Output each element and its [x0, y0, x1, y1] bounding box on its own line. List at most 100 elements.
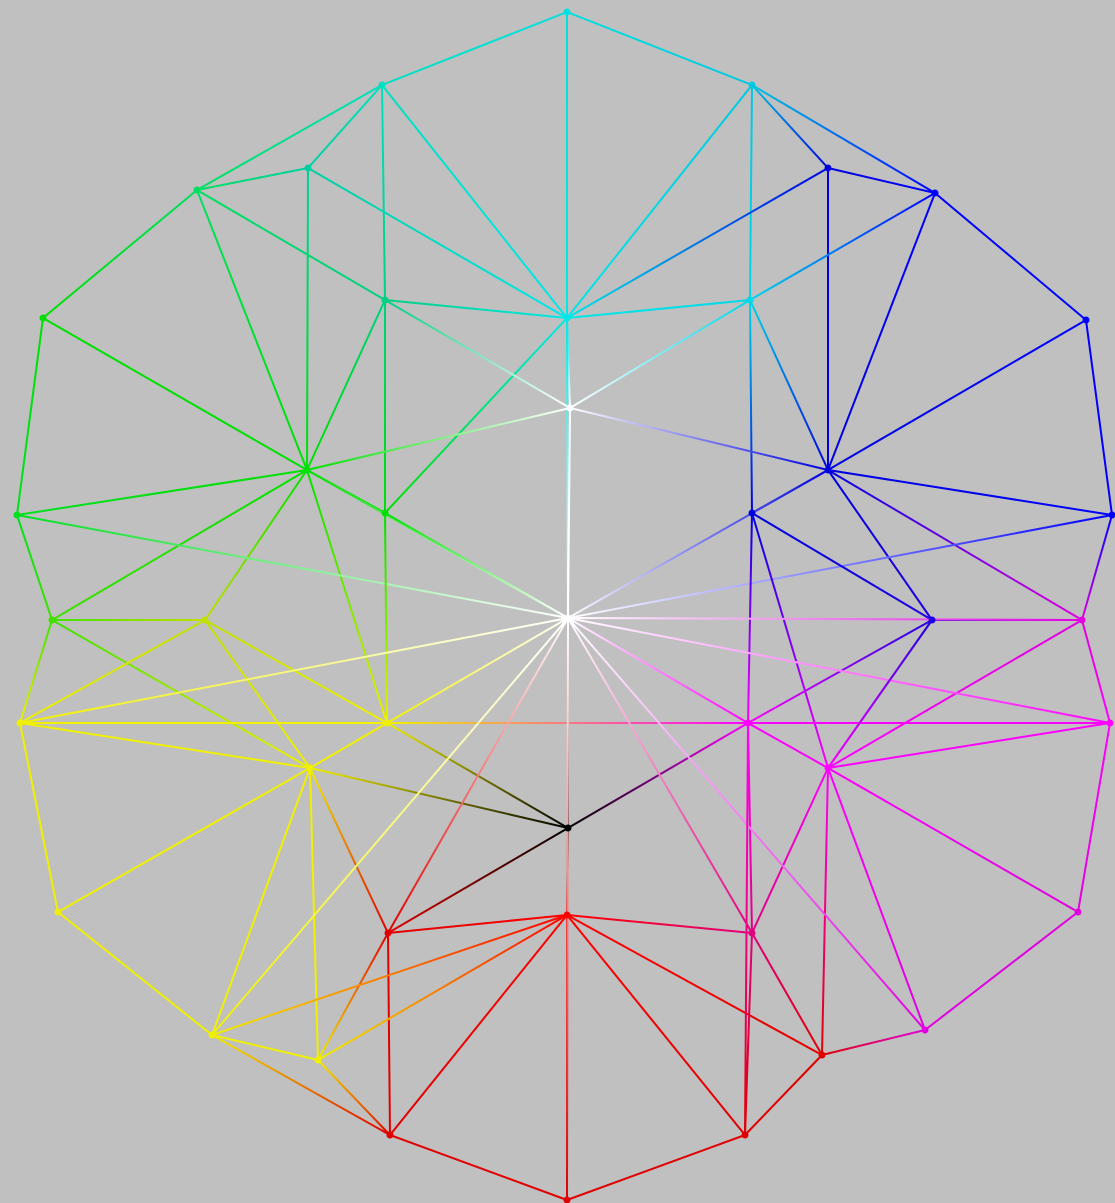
edge-m_in_r-center [568, 618, 752, 933]
edge-g_tl3-c_mid_l [197, 190, 385, 300]
node-y_l3 [209, 1032, 216, 1039]
edge-b_r1-b_r2 [1086, 320, 1112, 515]
edge-b_tr3-c_mid_r [750, 193, 935, 300]
edge-g_mid-y_mid [385, 513, 387, 723]
edge-y_b-r_bl [318, 1060, 390, 1135]
node-g_l2 [14, 512, 21, 519]
edge-c_tr1-b_tr3 [752, 85, 935, 193]
edge-m_c-m_in_r [752, 768, 828, 933]
edge-m_r1-m_c [828, 620, 1082, 768]
edge-g_tl2-g_in [307, 168, 308, 470]
node-g_tl3 [194, 187, 201, 194]
edge-g_tl3-g_in [197, 190, 307, 470]
edge-c_mid_r-b_mid [750, 300, 752, 513]
node-g_tl2 [305, 165, 312, 172]
node-g_l1 [40, 315, 47, 322]
node-b_in2 [929, 617, 936, 624]
edge-y_c-y_l3 [212, 768, 310, 1035]
edge-m_r1-center [568, 618, 1082, 620]
mesh-nodes [14, 9, 1115, 1203]
edge-red_c-r_r [567, 915, 822, 1055]
node-c_tr1 [749, 82, 756, 89]
edge-g_tl3-g_l1 [43, 190, 197, 318]
edge-y_c-r_in_l [310, 768, 388, 933]
edge-y_l-center [20, 618, 568, 723]
edge-m_c-m_r4 [828, 768, 925, 1030]
edge-c_tl1-g_tl2 [308, 85, 382, 168]
edge-g_l2-center [17, 515, 568, 618]
edge-g_l2-g_l3 [17, 515, 52, 620]
edge-b_in-b_r2 [828, 470, 1112, 515]
node-center [565, 615, 572, 622]
node-b_in [825, 467, 832, 474]
edge-y_l2-y_l3 [58, 912, 212, 1035]
node-g_in [304, 467, 311, 474]
edge-c_tl1-c_mid_l [382, 85, 385, 300]
edge-g_tl2-cyan_c [308, 168, 567, 318]
edge-y_c-black [310, 768, 568, 828]
edge-b_tr3-b_in [828, 193, 935, 470]
node-m_r3 [1075, 909, 1082, 916]
edge-g_l1-g_l2 [17, 318, 43, 515]
node-y_b [315, 1057, 322, 1064]
edge-r_bl-bottom [390, 1135, 567, 1200]
edge-c_tr1-cyan_c [567, 85, 752, 318]
edge-m_mid-center [568, 618, 748, 723]
edge-red_c-r_br [567, 915, 745, 1135]
edge-b_tr2-b_tr3 [828, 168, 935, 193]
edge-g_l1-g_in [43, 318, 307, 470]
edge-r_in_l-r_bl [388, 933, 390, 1135]
edge-y_c-y_mid [310, 723, 387, 768]
edge-y_l-y_l2 [20, 723, 58, 912]
mesh-edges [17, 12, 1112, 1200]
node-c_mid_l [382, 297, 389, 304]
edge-m_c-m_r3 [828, 768, 1078, 912]
edge-red_c-r_bl [390, 915, 567, 1135]
node-top [564, 9, 571, 16]
edge-y_in-y_c [205, 620, 310, 768]
edge-r_br-bottom [567, 1135, 745, 1200]
edge-b_r2-center [568, 515, 1112, 618]
edge-c_tr1-c_mid_r [750, 85, 752, 300]
edge-g_in-g_l2 [17, 470, 307, 515]
node-r_r [819, 1052, 826, 1059]
edge-b_in-center [568, 470, 828, 618]
node-y_c [307, 765, 314, 772]
edge-r_in_l-center [388, 618, 568, 933]
node-cyan_c [564, 315, 571, 322]
node-m_r4 [922, 1027, 929, 1034]
node-b_tr3 [932, 190, 939, 197]
edge-g_l3-y_c [52, 620, 310, 768]
node-r_in_l [385, 930, 392, 937]
edge-y_l3-center [212, 618, 568, 1035]
edge-m_r2-m_c [828, 723, 1110, 768]
node-red_c [564, 912, 571, 919]
edge-m_r1-m_r2 [1082, 620, 1110, 723]
node-y_l [17, 720, 24, 727]
edge-y_l-y_c [20, 723, 310, 768]
node-g_l3 [49, 617, 56, 624]
edge-c_tl1-cyan_c [382, 85, 567, 318]
node-black [565, 825, 572, 832]
node-c_mid_r [747, 297, 754, 304]
edge-y_l3-r_bl [212, 1035, 390, 1135]
edge-b_r1-b_in [828, 320, 1086, 470]
node-r_br [742, 1132, 749, 1139]
edge-black-m_mid [568, 723, 748, 828]
edge-top-c_tr1 [567, 12, 752, 85]
edge-y_c-y_l2 [58, 768, 310, 912]
edge-g_in-y_in [205, 470, 307, 620]
node-b_mid [749, 510, 756, 517]
node-bottom [564, 1197, 571, 1203]
edge-r_r-r_br [745, 1055, 822, 1135]
node-c_tl1 [379, 82, 386, 89]
edge-c_tr1-b_tr2 [752, 85, 828, 168]
edge-c_mid_r-b_in [750, 300, 828, 470]
edge-b_tr2-cyan_c [567, 168, 828, 318]
edge-m_c-b_in2 [828, 620, 932, 768]
edge-g_tl2-g_tl3 [197, 168, 308, 190]
node-m_r2 [1107, 720, 1114, 727]
edge-m_r4-r_r [822, 1030, 925, 1055]
node-white_up [567, 405, 574, 412]
edge-white_up-g_in [307, 408, 570, 470]
